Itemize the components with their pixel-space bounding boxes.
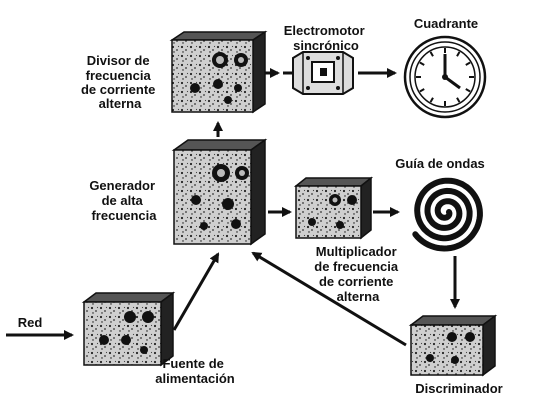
arrow-discriminator-to-generator bbox=[251, 251, 407, 347]
waveguide-spiral bbox=[412, 177, 483, 252]
clock-hour-tick bbox=[429, 51, 434, 57]
label-divisor: Divisor de frecuencia de corriente alter… bbox=[81, 53, 159, 111]
clock-dial bbox=[403, 35, 487, 119]
frequency-divider-device bbox=[169, 30, 268, 114]
clock-hour-tick bbox=[429, 97, 434, 103]
label-fuente: Fuente de alimentación bbox=[155, 356, 235, 386]
synchronous-motor-device bbox=[283, 51, 354, 95]
label-discriminador: Discriminador bbox=[415, 381, 502, 396]
frequency-multiplier-device bbox=[293, 176, 374, 240]
label-guia-de-ondas: Guía de ondas bbox=[395, 156, 485, 171]
label-multiplicador: Multiplicador de frecuencia de corriente… bbox=[314, 244, 401, 304]
clock-hour-tick bbox=[456, 97, 461, 103]
discriminator-device bbox=[408, 314, 498, 377]
power-supply-device bbox=[81, 291, 176, 367]
arrow-power-to-generator bbox=[172, 252, 220, 331]
clock-hour-tick bbox=[419, 61, 425, 66]
label-red: Red bbox=[18, 315, 43, 330]
clock-hour-tick bbox=[465, 88, 471, 93]
clock-hour-tick bbox=[456, 51, 461, 57]
label-generador: Generador de alta frecuencia bbox=[89, 178, 158, 223]
label-cuadrante: Cuadrante bbox=[414, 16, 478, 31]
clock-hour-tick bbox=[419, 88, 425, 93]
high-frequency-generator-device bbox=[171, 138, 268, 246]
clock-hour-tick bbox=[465, 61, 471, 66]
label-electromotor: Electromotor sincrónico bbox=[284, 23, 369, 53]
